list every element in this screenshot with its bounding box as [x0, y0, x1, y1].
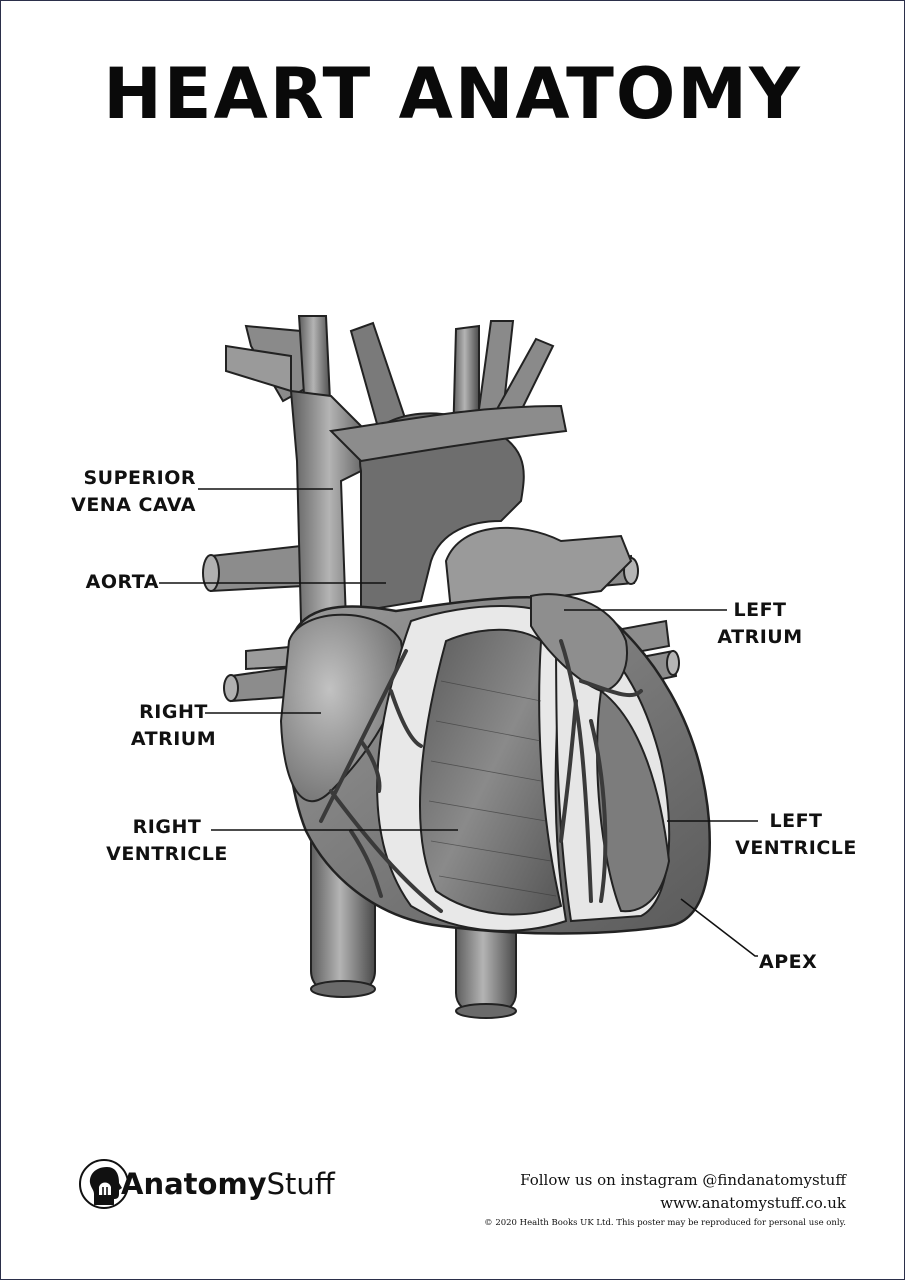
- label-apex: APEX: [759, 949, 829, 976]
- label-superior-vena-cava: SUPERIOR VENA CAVA: [61, 465, 196, 519]
- brand-name: AnatomyStuff: [121, 1167, 335, 1201]
- label-right-ventricle: RIGHT VENTRICLE: [97, 814, 237, 868]
- label-right-atrium: RIGHT ATRIUM: [121, 699, 226, 753]
- label-left-atrium: LEFT ATRIUM: [715, 597, 805, 651]
- label-aorta: AORTA: [61, 569, 159, 596]
- website-link[interactable]: www.anatomystuff.co.uk: [660, 1194, 846, 1212]
- label-left-ventricle: LEFT VENTRICLE: [731, 808, 861, 862]
- instagram-text: Follow us on instagram @findanatomystuff: [520, 1171, 846, 1189]
- copyright-text: © 2020 Health Books UK Ltd. This poster …: [484, 1218, 846, 1228]
- leader-apex: [681, 899, 758, 956]
